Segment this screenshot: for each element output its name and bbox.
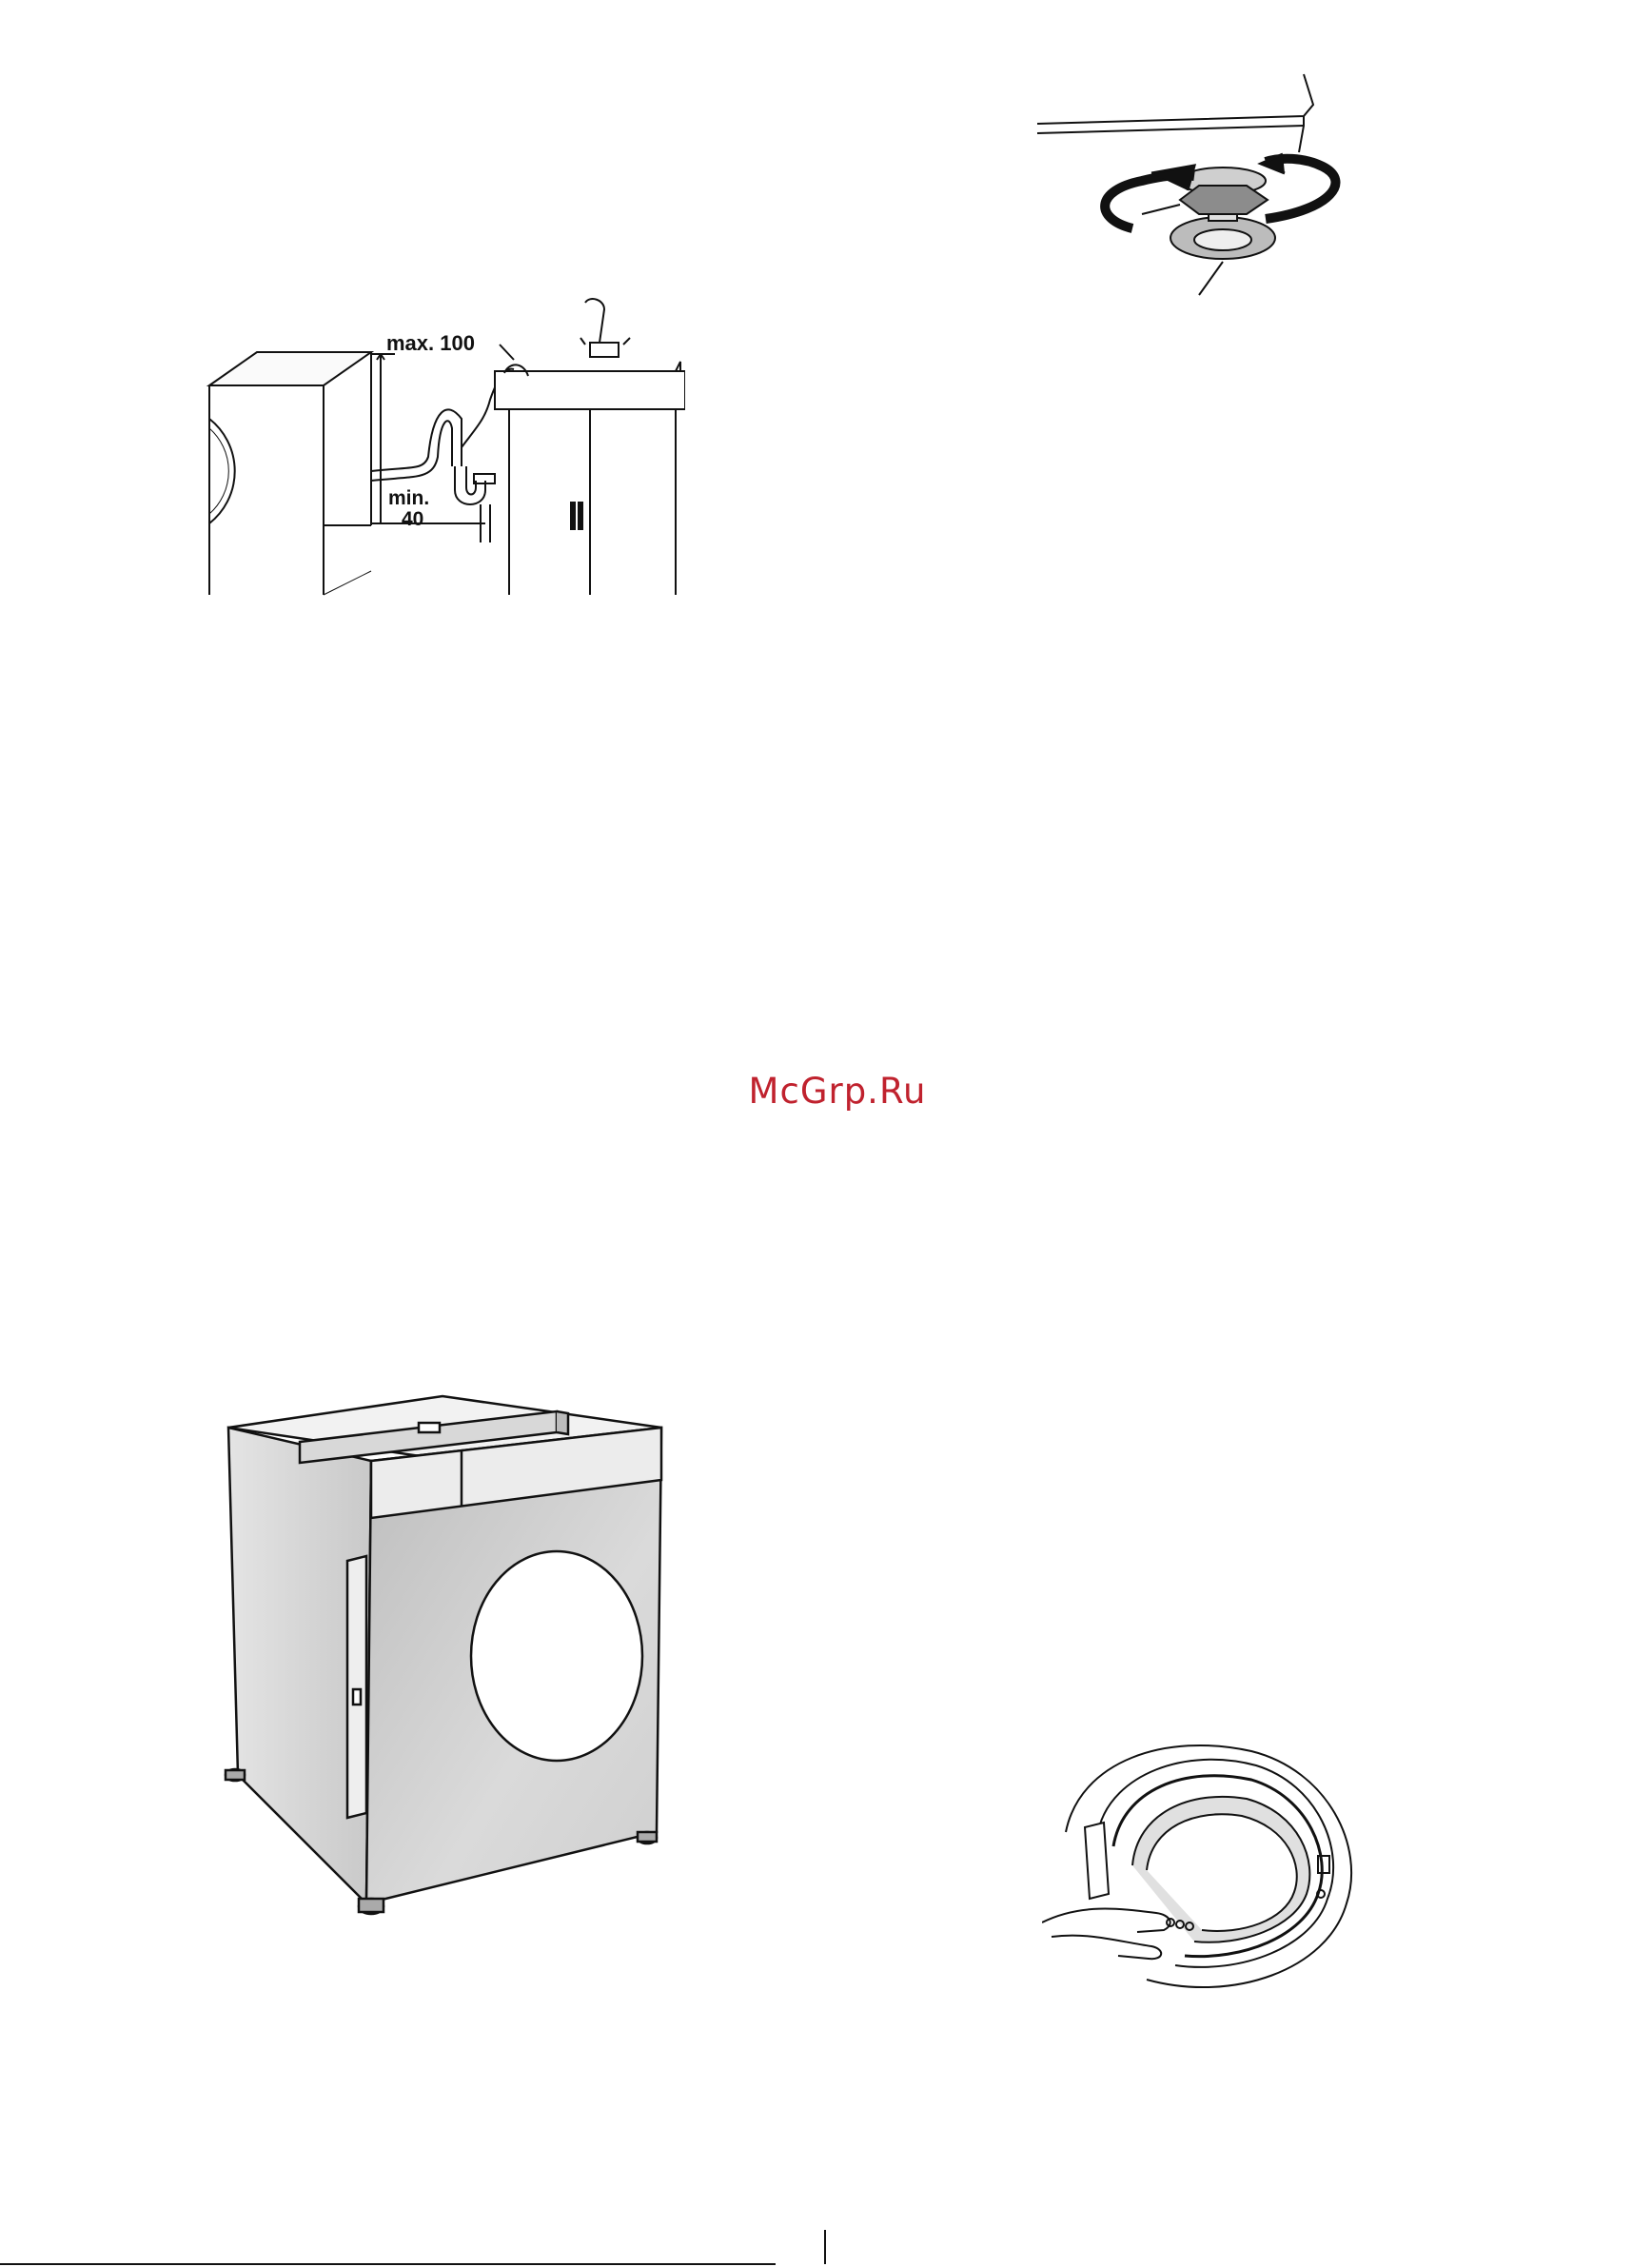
door-opening-illustration [1042, 1742, 1375, 1994]
page-marker [824, 2230, 826, 2264]
foot-drawing [1018, 67, 1399, 305]
min-height-label-line2: 40 [402, 508, 423, 530]
footer-rule [0, 2263, 776, 2265]
washing-machine-drawing [214, 1385, 676, 1932]
watermark-text: McGrp.Ru [733, 1071, 942, 1112]
drain-hose-drawing: max. 100 min. 40 [200, 286, 685, 600]
min-height-label-line1: min. [388, 487, 429, 509]
drain-hose-illustration: max. 100 min. 40 [200, 286, 685, 600]
washing-machine-illustration [214, 1385, 676, 1932]
max-height-label: max. 100 [386, 331, 475, 355]
door-drawing [1042, 1742, 1375, 1994]
adjustable-foot-illustration [1018, 67, 1399, 305]
